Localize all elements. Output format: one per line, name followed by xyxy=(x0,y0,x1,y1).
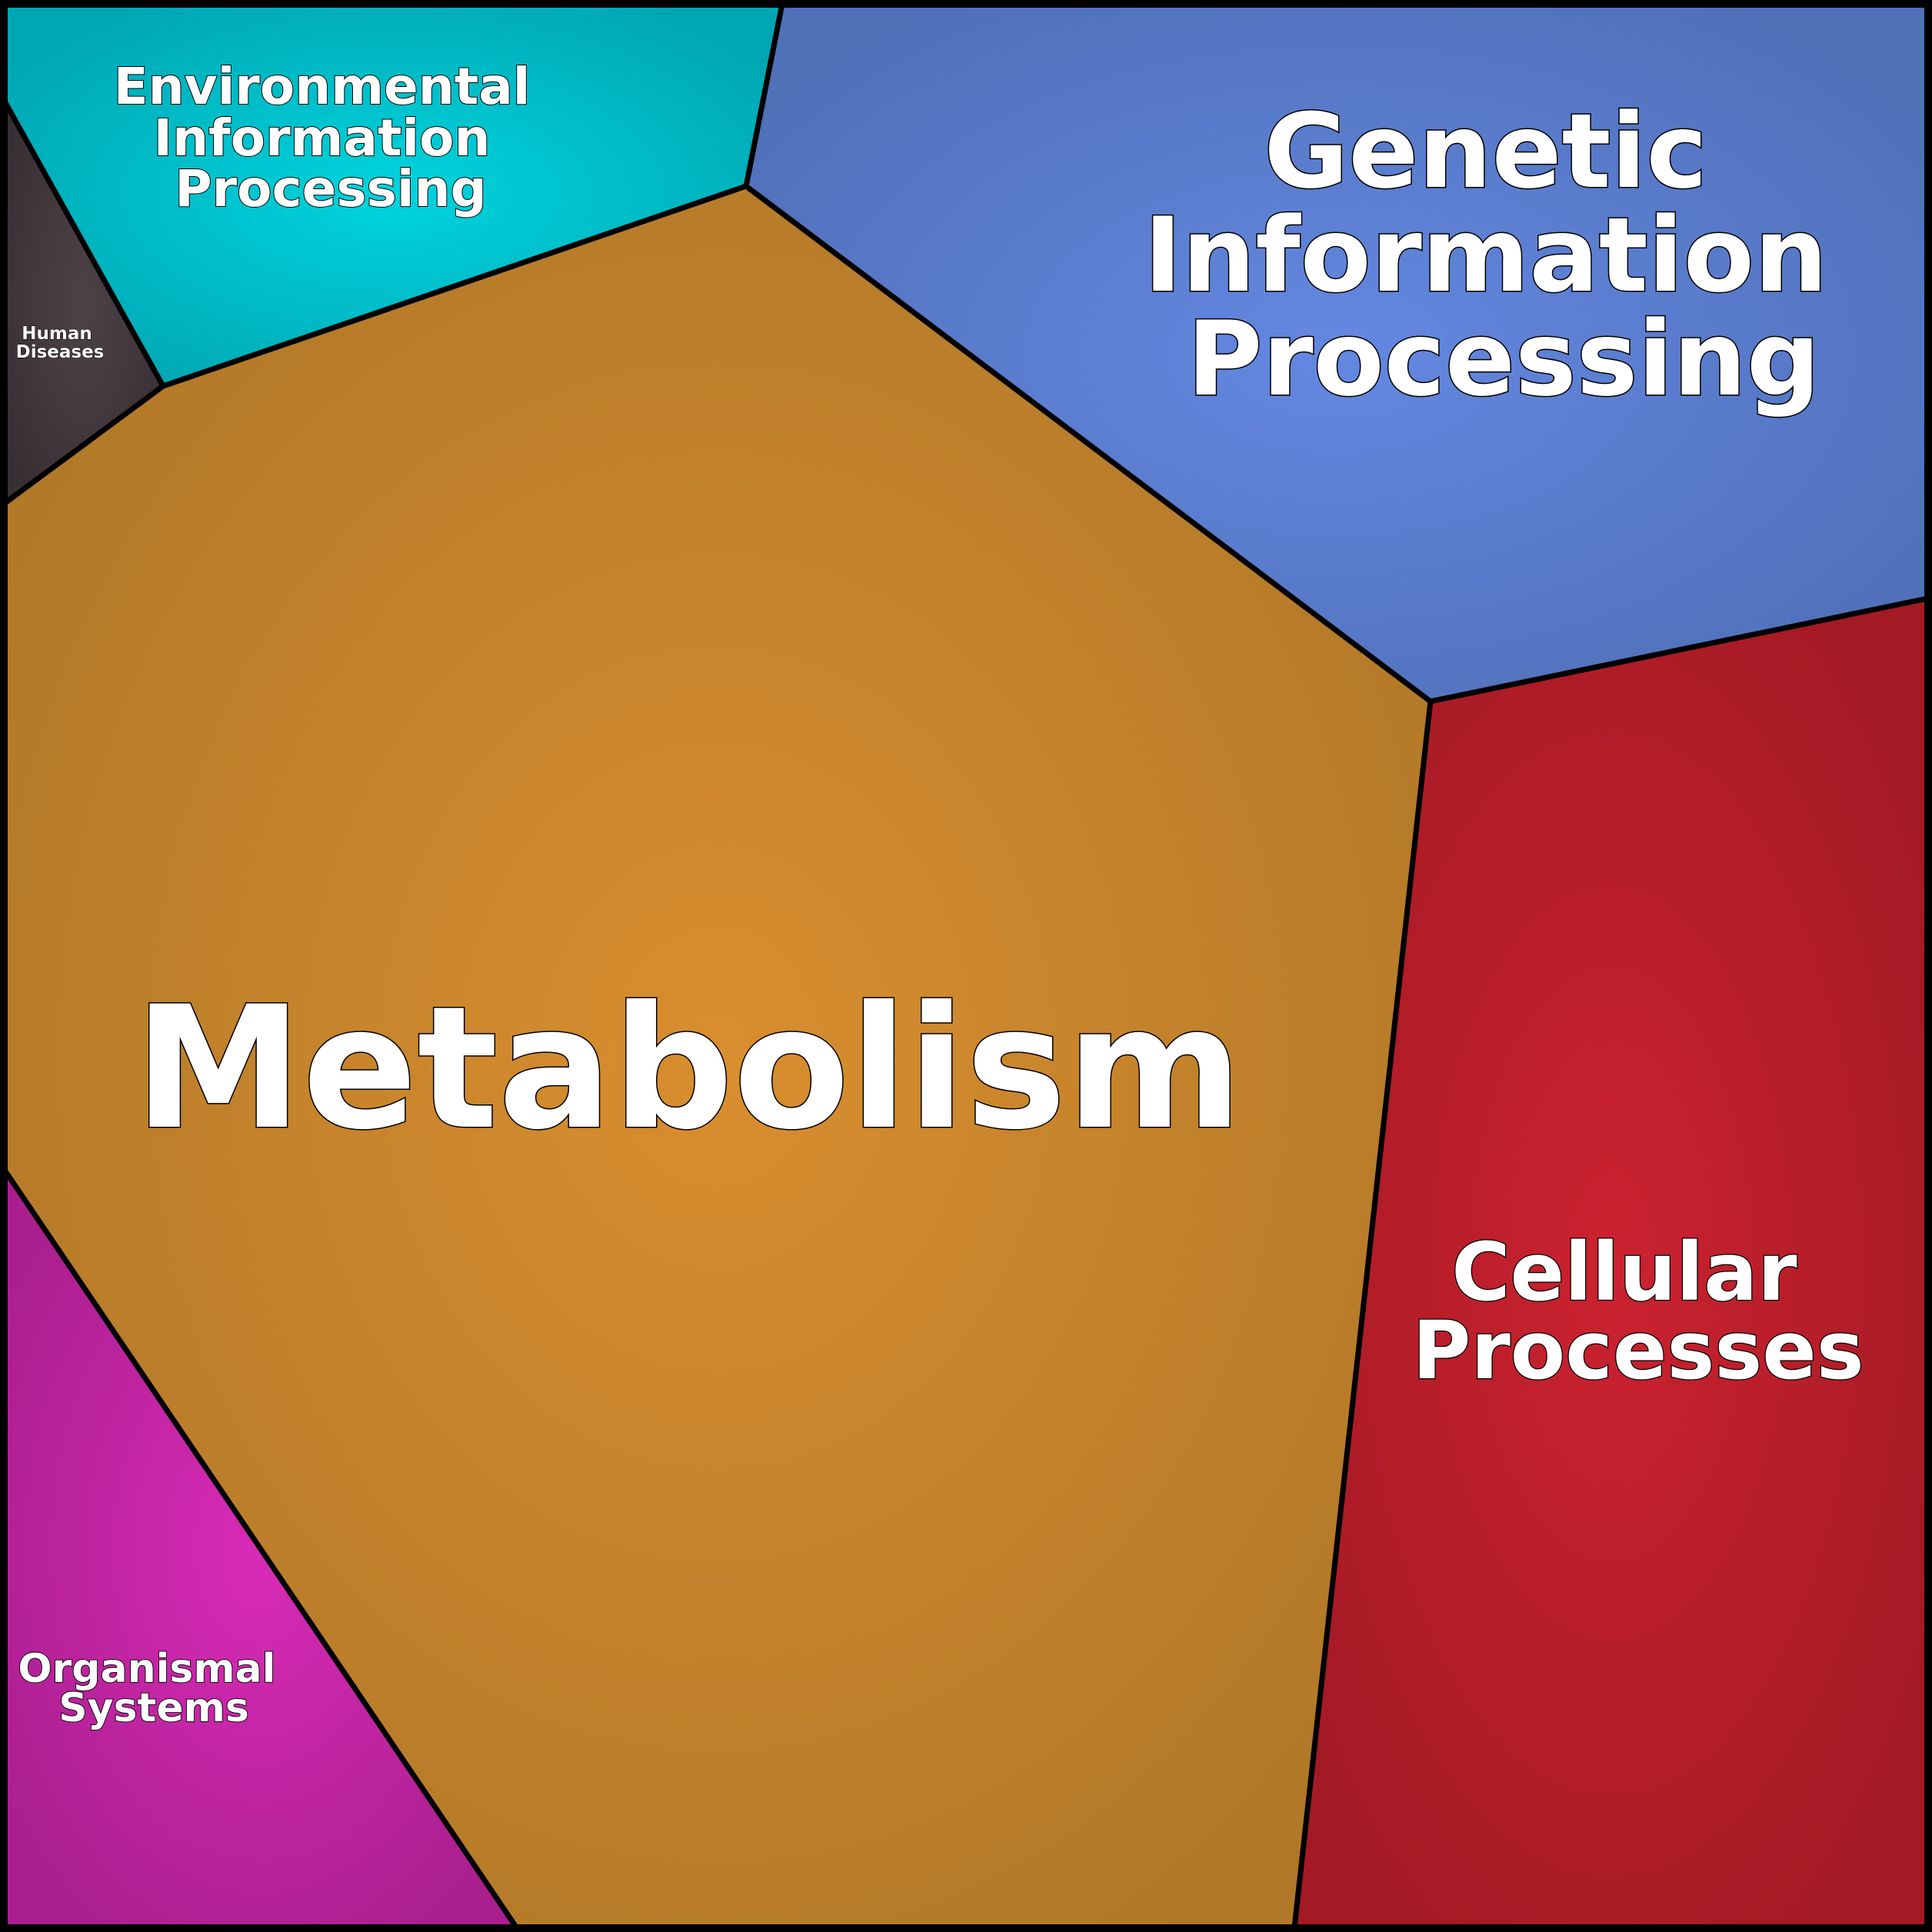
label-organismal-systems: Organismal Systems xyxy=(18,1646,289,1731)
label-cellular-processes: Cellular Processes xyxy=(1412,1225,1864,1397)
label-environmental-information-processing: Environmental Information Processing xyxy=(114,57,548,218)
label-human-diseases: Human Diseases xyxy=(16,324,105,362)
label-genetic-information-processing: Genetic Information Processing xyxy=(1144,92,1864,419)
label-metabolism: Metabolism xyxy=(134,970,1242,1167)
